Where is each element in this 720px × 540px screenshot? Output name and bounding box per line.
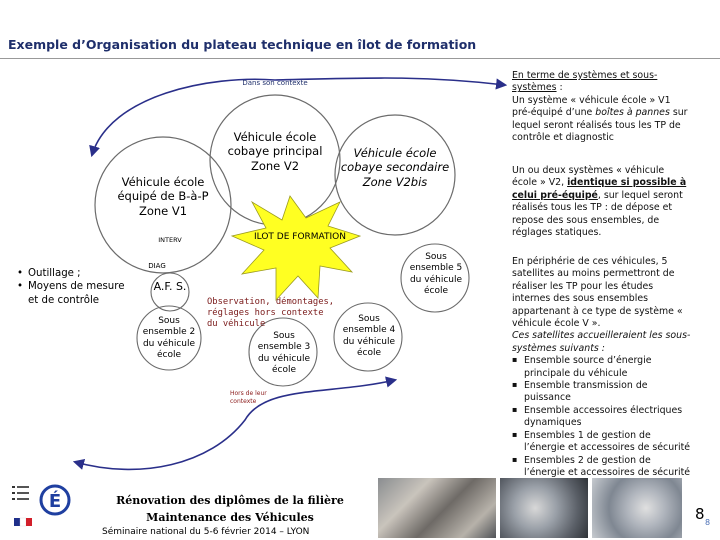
list-item: Ensembles 2 de gestion de l’énergie et a… bbox=[522, 455, 692, 480]
list-item: Ensembles 1 de gestion de l’énergie et a… bbox=[522, 430, 692, 455]
ilot-label: ILOT DE FORMATION bbox=[250, 232, 350, 243]
footer-line1: Rénovation des diplômes de la filière bbox=[115, 492, 345, 509]
page-number-small: 8 bbox=[705, 518, 710, 527]
subsystem-list: Ensemble source d’énergie principale du … bbox=[512, 355, 692, 479]
footer-seminar: Séminaire national du 5-6 février 2014 –… bbox=[102, 527, 309, 537]
page-number: 8 bbox=[695, 505, 705, 523]
list-item: Ensemble accessoires électriques dynamiq… bbox=[522, 405, 692, 430]
list-item: Ensemble transmission de puissance bbox=[522, 380, 692, 405]
list-item: Ensemble source d’énergie principale du … bbox=[522, 355, 692, 380]
vehicle-bap-label: Véhicule école équipé de B-à-P Zone V1 bbox=[103, 175, 223, 218]
systems-colon: : bbox=[557, 82, 563, 93]
context-label: Dans son contexte bbox=[220, 79, 330, 88]
systems-emph: boîtes à pannes bbox=[595, 107, 670, 118]
systems-heading: En terme de systèmes et sous-systèmes bbox=[512, 70, 657, 93]
engine-photo bbox=[500, 478, 588, 538]
equipment-list: Outillage ; Moyens de mesure et de contr… bbox=[28, 267, 128, 307]
out-of-context-label: Hors de leur contexte bbox=[230, 390, 290, 405]
footer-title: Rénovation des diplômes de la filière Ma… bbox=[115, 492, 345, 526]
svg-text:É: É bbox=[49, 490, 61, 512]
education-logo: É bbox=[10, 478, 72, 533]
list-item: Moyens de mesure et de contrôle bbox=[28, 280, 128, 307]
sub5-label: Sous ensemble 5 du véhicule école bbox=[405, 252, 467, 297]
sub2-label: Sous ensemble 2 du véhicule école bbox=[138, 316, 200, 361]
satellites-paragraph: En périphérie de ces véhicules, 5 satell… bbox=[512, 256, 692, 479]
interv-label: INTERV bbox=[145, 236, 195, 244]
ilot-star bbox=[232, 196, 360, 300]
workshop-photo bbox=[378, 478, 496, 538]
list-item: Outillage ; bbox=[28, 267, 128, 280]
satellites-intro: Ces satellites accueilleraient les sous-… bbox=[512, 330, 692, 355]
sub3-label: Sous ensemble 3 du véhicule école bbox=[253, 331, 315, 376]
sub4-label: Sous ensemble 4 du véhicule école bbox=[338, 314, 400, 359]
vehicle-secondary-label: Véhicule école cobaye secondaire Zone V2… bbox=[340, 146, 450, 189]
v2-paragraph: Un ou deux systèmes « véhicule école » V… bbox=[512, 165, 692, 239]
afs-label: A.F. S. bbox=[152, 280, 188, 294]
footer-line2: Maintenance des Véhicules bbox=[115, 509, 345, 526]
brake-photo bbox=[592, 478, 682, 538]
diag-label: DIAG bbox=[137, 262, 177, 271]
systems-paragraph: En terme de systèmes et sous-systèmes : … bbox=[512, 70, 692, 144]
observation-label: Observation, démontages, réglages hors c… bbox=[207, 297, 337, 330]
satellites-text: En périphérie de ces véhicules, 5 satell… bbox=[512, 256, 692, 330]
vehicle-main-label: Véhicule école cobaye principal Zone V2 bbox=[225, 130, 325, 173]
